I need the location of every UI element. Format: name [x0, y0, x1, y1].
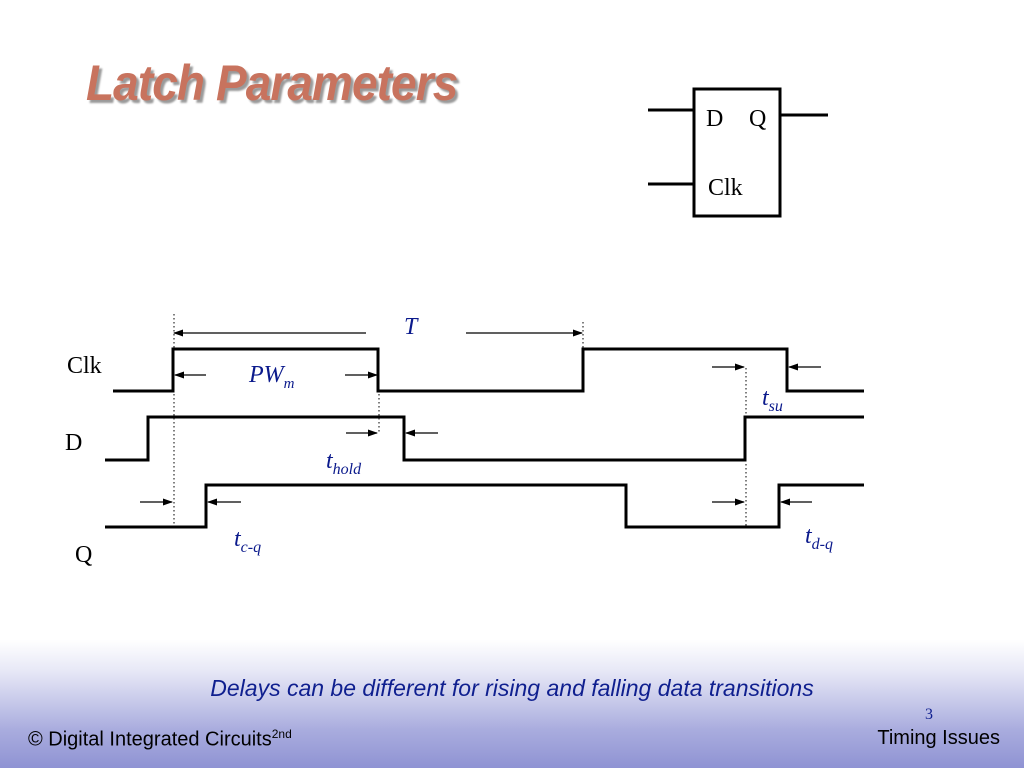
setup-label: tsu [762, 385, 783, 415]
signal-label-d: D [65, 430, 82, 456]
latch-q-label: Q [749, 106, 766, 132]
cq-label: tc-q [234, 526, 261, 556]
latch-symbol: D Q Clk [648, 87, 828, 218]
footer-section: Timing Issues [877, 727, 1000, 749]
signal-label-clk: Clk [67, 353, 102, 379]
period-label: T [404, 314, 419, 340]
dq-label: td-q [805, 523, 833, 553]
q-waveform [105, 483, 864, 529]
footer-copyright-text: © Digital Integrated Circuits [28, 728, 272, 751]
clk-waveform [113, 347, 864, 393]
pw-label: PWm [248, 362, 295, 392]
footer-copyright: © Digital Integrated Circuits2nd [28, 727, 292, 752]
slide-note: Delays can be different for rising and f… [210, 675, 814, 701]
signal-label-q: Q [75, 542, 92, 568]
footer-edition: 2nd [271, 727, 292, 741]
latch-clk-label: Clk [708, 175, 743, 201]
d-waveform [105, 415, 864, 462]
slide-title: Latch Parameters [86, 55, 458, 111]
hold-label: thold [326, 448, 362, 478]
latch-box [692, 87, 782, 218]
page-number: 3 [925, 706, 933, 723]
reference-lines [173, 314, 747, 527]
latch-d-label: D [706, 106, 723, 132]
